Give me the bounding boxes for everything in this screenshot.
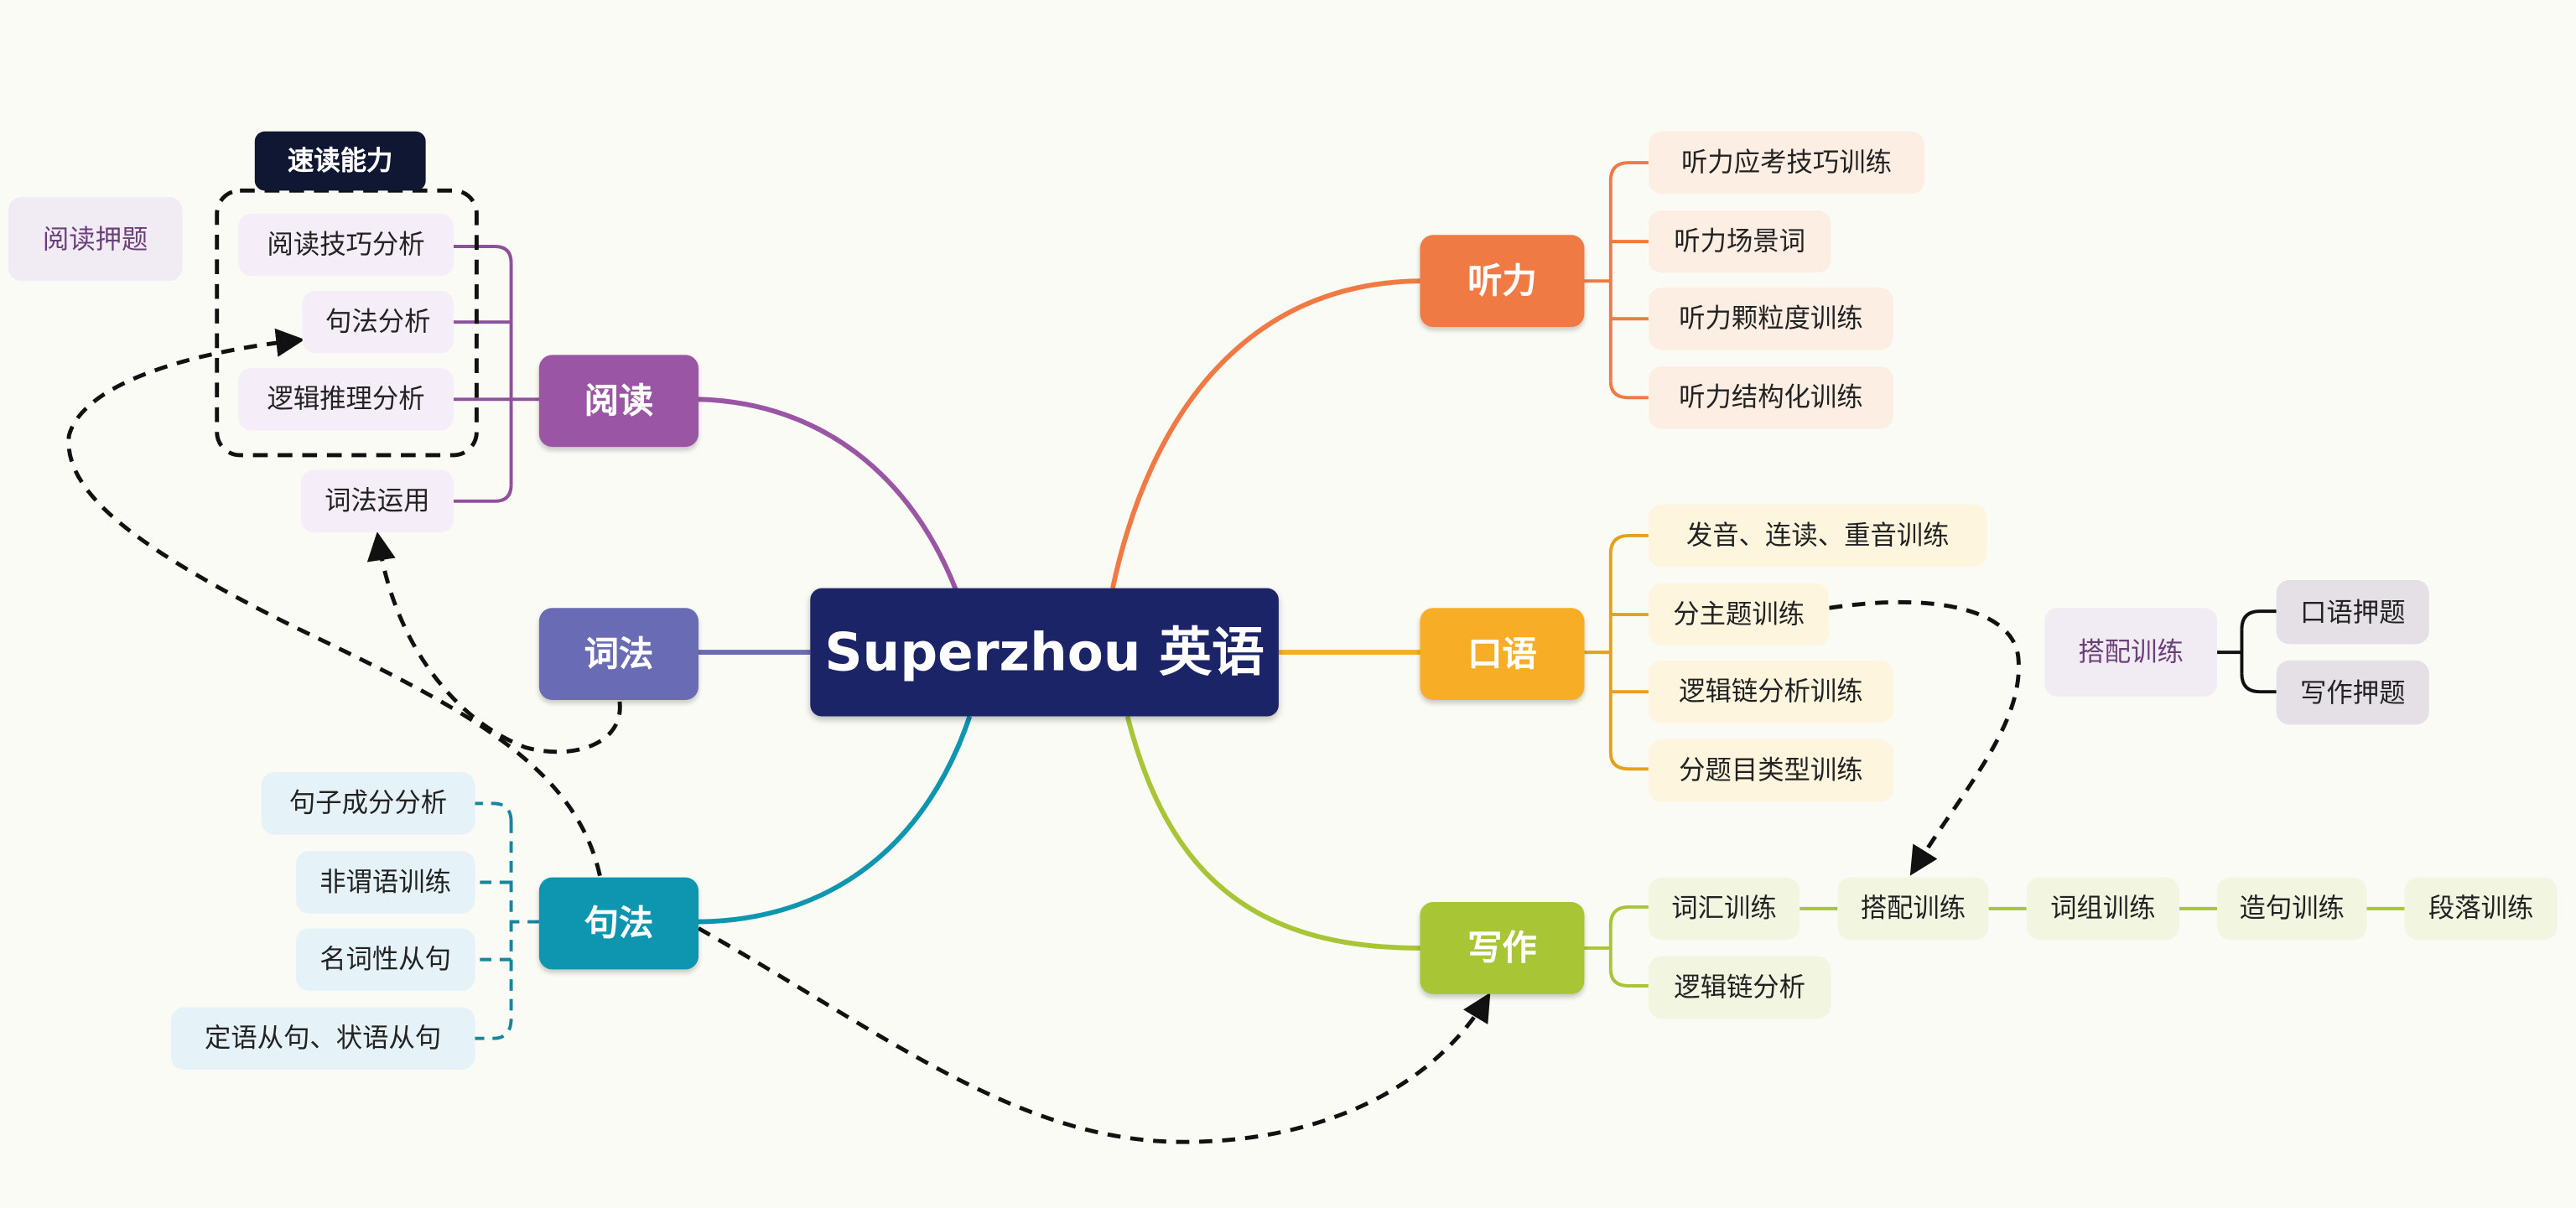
noun-clause[interactable]: 名词性从句 xyxy=(295,928,475,991)
listening-exam-skills[interactable]: 听力应考技巧训练 xyxy=(1648,131,1925,194)
arrow-lexis-to-word-usage xyxy=(366,531,622,754)
logic-chain-training[interactable]: 逻辑链分析训练 xyxy=(1648,660,1893,723)
writing-node[interactable]: 写作 xyxy=(1420,902,1585,994)
reading-node[interactable]: 阅读 xyxy=(538,355,699,448)
logic-chain-analysis[interactable]: 逻辑链分析 xyxy=(1648,956,1831,1019)
non-finite-training[interactable]: 非谓语训练 xyxy=(295,851,475,914)
speaking-predict[interactable]: 口语押题 xyxy=(2276,579,2429,645)
collocation-training[interactable]: 搭配训练 xyxy=(1837,877,1989,941)
reading-skill-analysis[interactable]: 阅读技巧分析 xyxy=(238,213,454,277)
syntax-analysis[interactable]: 句法分析 xyxy=(302,290,454,354)
lexis-node[interactable]: 词法 xyxy=(538,608,699,700)
reading-predict[interactable]: 阅读押题 xyxy=(8,197,183,282)
phrase-training[interactable]: 词组训练 xyxy=(2026,877,2179,941)
writing-links xyxy=(1584,905,2405,988)
topic-training[interactable]: 分主题训练 xyxy=(1648,583,1830,646)
speaking-node[interactable]: 口语 xyxy=(1420,608,1585,700)
link-center-writing xyxy=(1124,715,1420,951)
word-usage[interactable]: 词法运用 xyxy=(300,469,454,533)
center-node[interactable]: Superzhou 英语 xyxy=(810,588,1279,717)
listening-node[interactable]: 听力 xyxy=(1420,235,1585,328)
reading-links xyxy=(453,245,539,503)
speed-reading-group-box xyxy=(215,188,479,458)
syntax-node[interactable]: 句法 xyxy=(538,877,699,970)
paragraph-training[interactable]: 段落训练 xyxy=(2404,877,2558,941)
attributive-adverbial-clause[interactable]: 定语从句、状语从句 xyxy=(170,1007,475,1070)
speed-reading-tag: 速读能力 xyxy=(254,131,426,191)
collocation-predict-node[interactable]: 搭配训练 xyxy=(2044,608,2218,697)
arrow-syntax-to-writing xyxy=(697,926,1491,1144)
sentence-component-analysis[interactable]: 句子成分分析 xyxy=(261,772,475,835)
link-center-listening xyxy=(1110,278,1420,589)
logic-reasoning-analysis[interactable]: 逻辑推理分析 xyxy=(238,368,454,431)
syntax-links xyxy=(475,801,539,1040)
pronunciation-training[interactable]: 发音、连读、重音训练 xyxy=(1648,504,1987,568)
speaking-links xyxy=(1584,534,1649,771)
vocabulary-training[interactable]: 词汇训练 xyxy=(1648,877,1800,941)
sentence-making-training[interactable]: 造句训练 xyxy=(2217,877,2367,941)
predict-bracket xyxy=(2217,609,2277,694)
writing-predict[interactable]: 写作押题 xyxy=(2276,660,2429,725)
listening-links xyxy=(1584,161,1649,400)
arrow-topic-to-collocation xyxy=(1829,599,2021,876)
question-type-training[interactable]: 分题目类型训练 xyxy=(1648,739,1893,802)
listening-structured[interactable]: 听力结构化训练 xyxy=(1648,366,1893,429)
listening-granularity[interactable]: 听力颗粒度训练 xyxy=(1648,288,1893,350)
link-center-syntax xyxy=(698,715,973,925)
listening-scene-words[interactable]: 听力场景词 xyxy=(1648,210,1831,273)
link-center-reading xyxy=(698,397,959,593)
arrow-syntax-to-syntax-analysis xyxy=(66,328,602,877)
